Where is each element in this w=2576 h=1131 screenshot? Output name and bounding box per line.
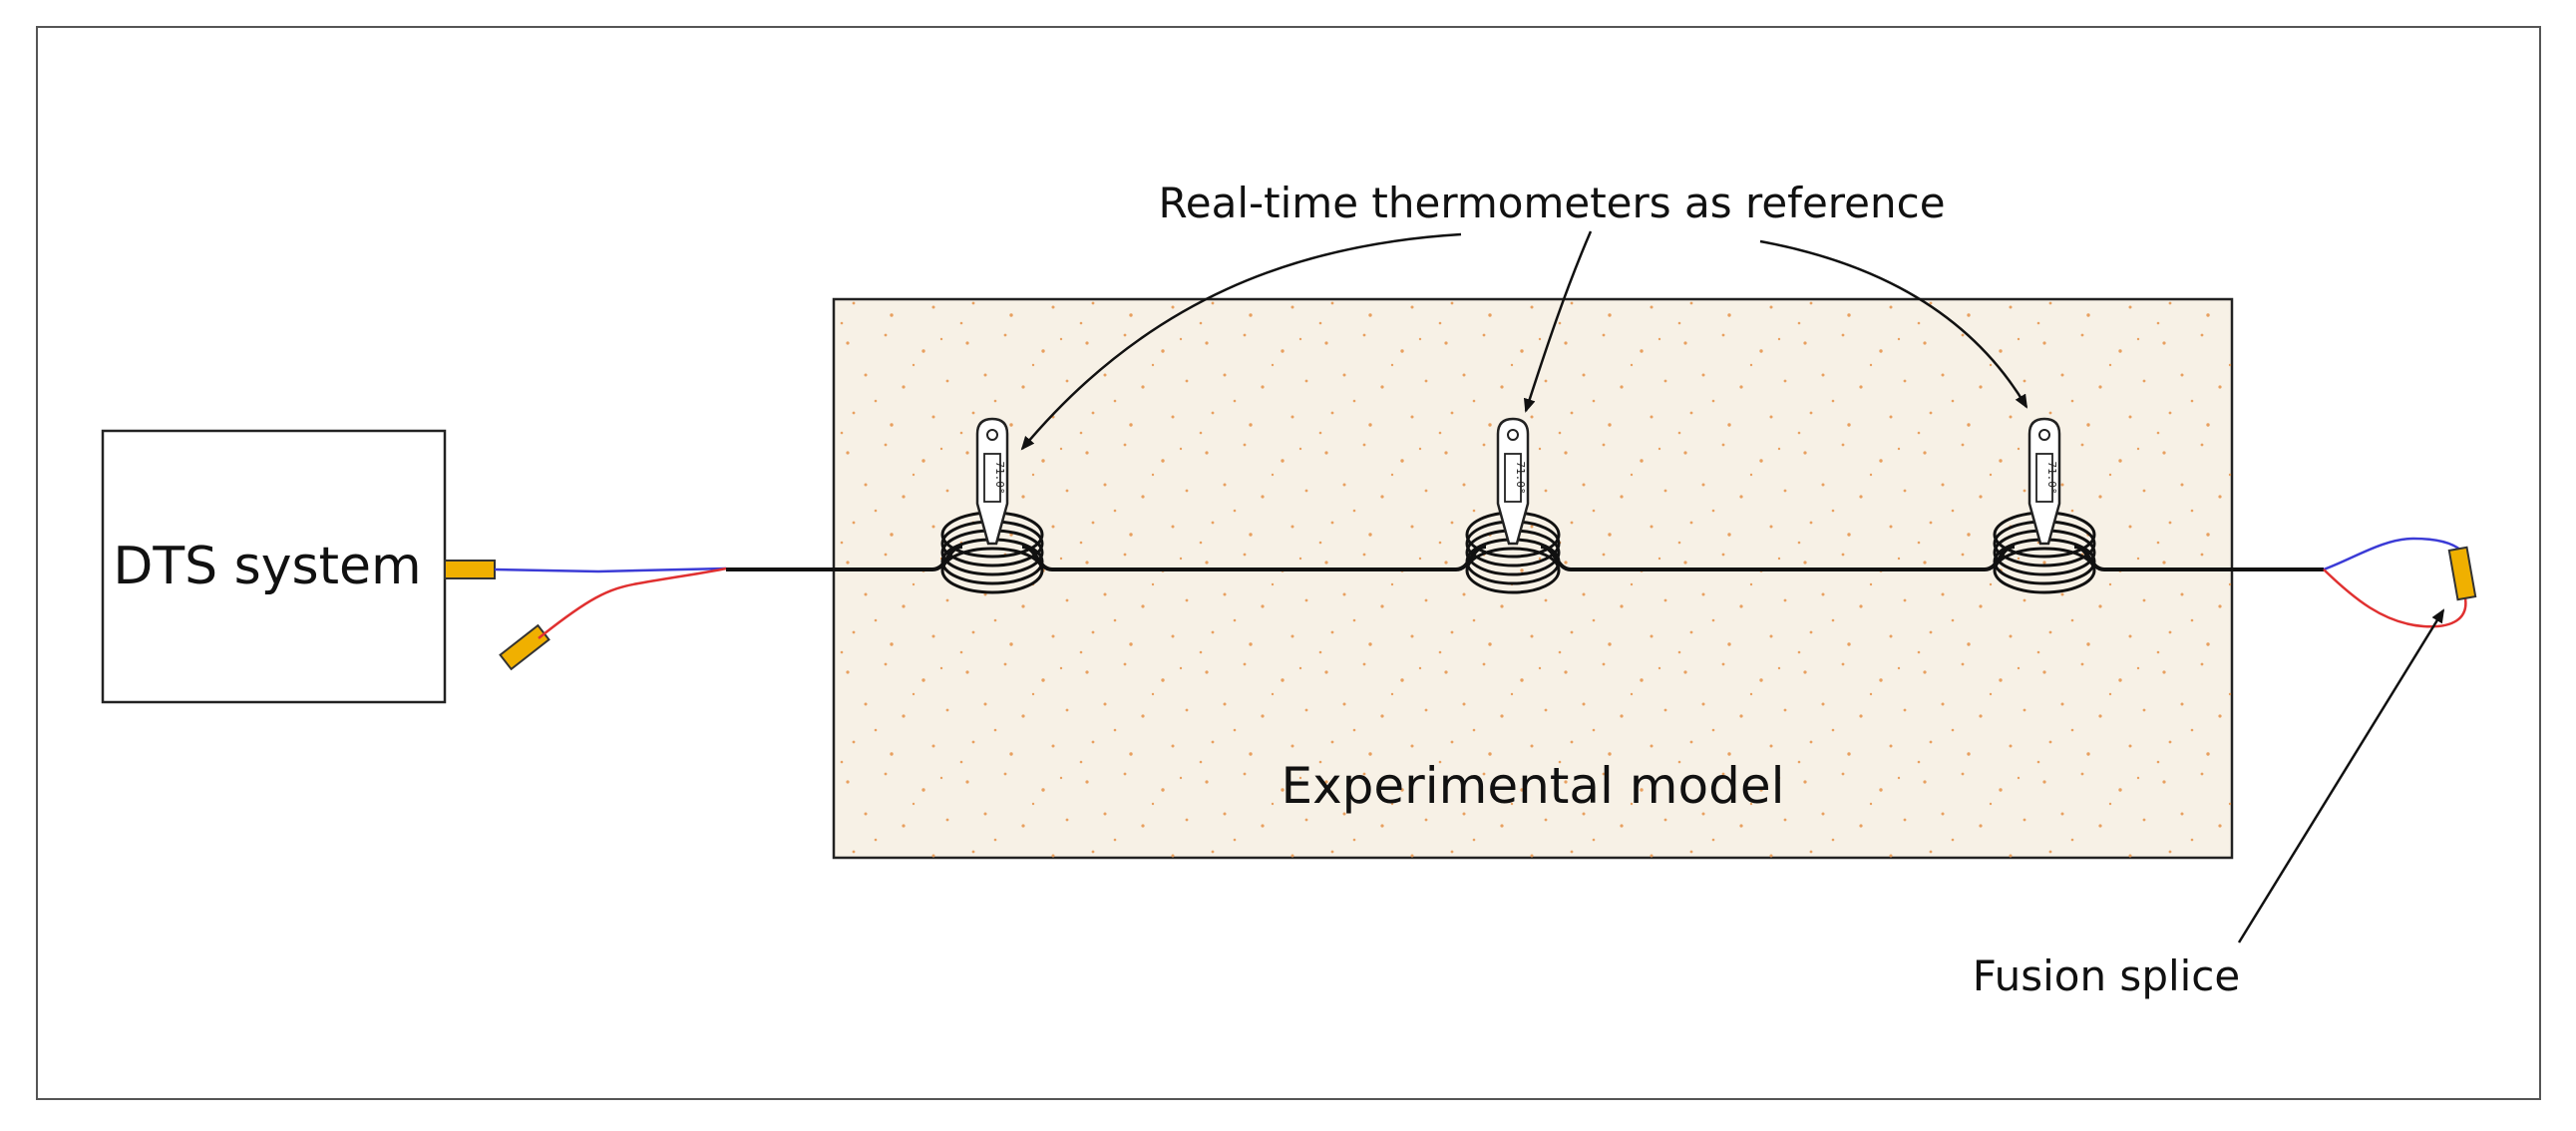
blue-fiber-end: [2323, 537, 2462, 571]
dts-connector-upper: [444, 560, 496, 579]
dts-system-box: DTS system: [101, 429, 447, 704]
dts-connector-lower: [499, 623, 551, 671]
thermometer-readout-3: 71.0°: [2045, 461, 2058, 494]
thermometers-label: Real-time thermometers as reference: [1158, 179, 1945, 227]
blue-fiber-start: [494, 566, 727, 573]
arrow-to-thermometer-1: [1020, 232, 1462, 451]
dts-system-label: DTS system: [113, 537, 421, 596]
thermometer-icon-2: 71.0°: [1496, 417, 1530, 546]
thermometer-icon-1: 71.0°: [975, 417, 1009, 546]
red-fiber-start: [538, 566, 727, 639]
experimental-model-label: Experimental model: [1281, 757, 1784, 815]
fusion-splice-label: Fusion splice: [1973, 951, 2241, 1000]
red-fiber-end: [2323, 568, 2467, 628]
thermometer-readout-1: 71.0°: [993, 461, 1006, 494]
arrow-to-fusion-splice: [2237, 608, 2445, 943]
thermometer-readout-2: 71.0°: [1514, 461, 1527, 494]
fusion-splice-connector: [2447, 546, 2477, 601]
arrow-to-thermometer-3: [1759, 239, 2028, 409]
thermometer-icon-3: 71.0°: [2027, 417, 2061, 546]
arrow-to-thermometer-2: [1523, 230, 1593, 413]
